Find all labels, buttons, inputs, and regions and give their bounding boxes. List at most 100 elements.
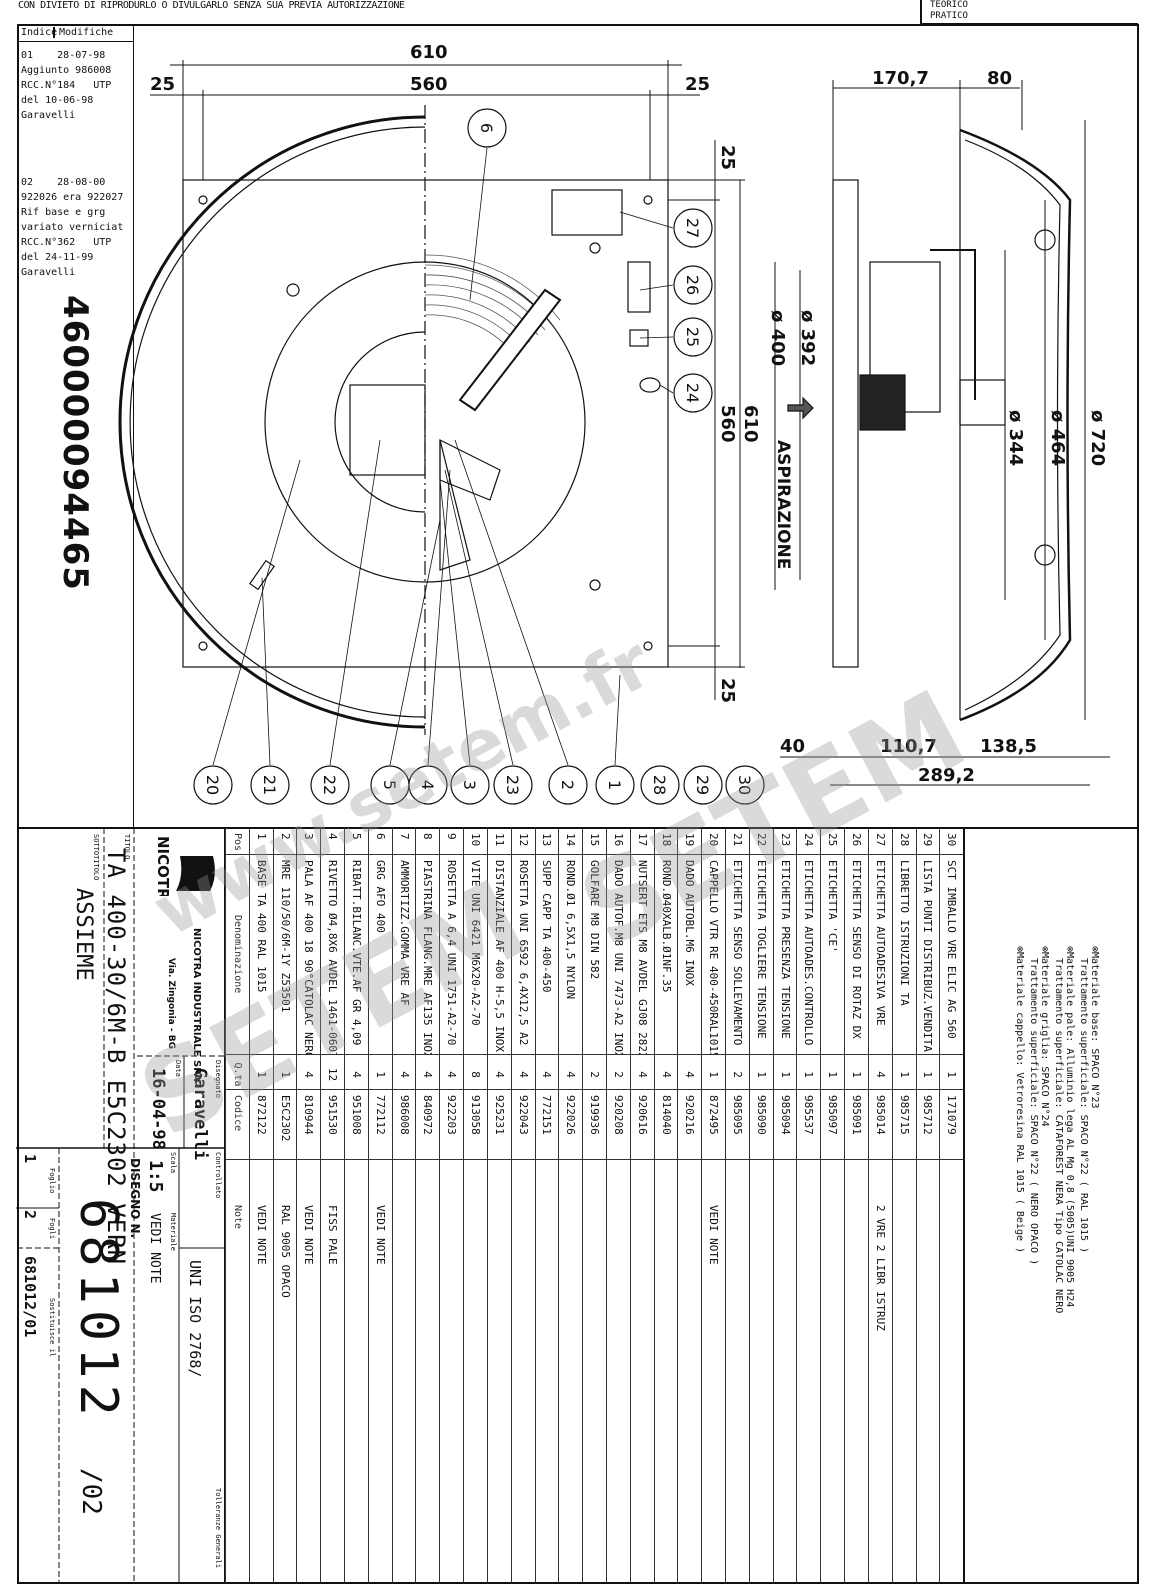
- balloon-number: 22: [320, 775, 339, 795]
- cell-pos: 1: [249, 828, 273, 855]
- cell-name: MRE 110/50/6M-1Y Z53501: [273, 855, 297, 1055]
- dim-d720: ø 720: [1087, 410, 1108, 466]
- balloon-number: 1: [605, 780, 624, 790]
- sostituisce-value: 681012/01: [21, 1256, 39, 1338]
- modifiche-header: Modifiche: [59, 27, 114, 38]
- material-note: Trattamento superficiale: SPACO N°22 ( R…: [1078, 946, 1089, 1254]
- cell-qty: 2: [583, 1055, 606, 1090]
- cell-code: 951008: [345, 1090, 368, 1160]
- logo-text: NICOTRA: [156, 836, 172, 896]
- balloon: [408, 765, 448, 805]
- cell-name: DADO AUTOF.M8 UNI 7473-A2 INOX: [607, 855, 630, 1055]
- foglio-label: Foglio: [48, 1168, 56, 1194]
- hole: [643, 641, 653, 651]
- cell-code: 814040: [654, 1090, 678, 1160]
- label-27: [551, 189, 623, 236]
- cell-note: [917, 1160, 940, 1583]
- balloon: [673, 317, 713, 357]
- base-flange: [832, 179, 859, 668]
- cell-qty: 1: [749, 1055, 773, 1090]
- company-name: NICOTRA INDUSTRIALE SPA: [191, 928, 202, 1082]
- label-26: [627, 261, 651, 313]
- cell-qty: 4: [487, 1055, 511, 1090]
- cell-name: DADO AUTOBL.M6 INOX: [678, 855, 702, 1055]
- cell-note: [345, 1160, 368, 1583]
- aspirazione-label: ASPIRAZIONE: [773, 440, 793, 569]
- balloon: [640, 765, 680, 805]
- cell-note: [821, 1160, 844, 1583]
- cell-note: [607, 1160, 630, 1583]
- cell-note: [440, 1160, 463, 1583]
- cell-name: CAPPELLO VTR RE 400-450RAL1015: [702, 855, 726, 1055]
- cell-note: [655, 1160, 678, 1583]
- material-note: Trattamento superficiale: SPACO N°22 ( N…: [1028, 946, 1039, 1266]
- cell-name: ETICHETTA SENSO DI ROTAZ DX: [845, 855, 868, 1055]
- cover-outline: [118, 115, 426, 729]
- cell-pos: 4: [321, 828, 345, 855]
- cover-inner-profile: [964, 139, 1061, 711]
- scala-value: 1:5: [145, 1160, 166, 1193]
- dim-d344: ø 344: [1005, 410, 1026, 466]
- cell-name: ETICHETTA AUTOADES.CONTROLLO: [797, 855, 821, 1055]
- hole: [643, 195, 653, 205]
- header-note: Note: [231, 1205, 243, 1230]
- revision-date: 28-08-00: [57, 177, 106, 188]
- label-24: [639, 377, 661, 393]
- cell-pos: 6: [368, 828, 392, 855]
- cell-pos: 17: [630, 828, 654, 855]
- cell-code: 985095: [726, 1090, 749, 1160]
- balloon: [673, 208, 713, 248]
- cell-qty: 1: [892, 1055, 916, 1090]
- material-note: ⊗Materiale pale: Alluminio lega AL Mg 0,…: [1064, 946, 1075, 1308]
- disegno-label: DISEGNO N.: [128, 1158, 142, 1239]
- cell-qty: 1: [368, 1055, 392, 1090]
- cell-code: 922203: [440, 1090, 464, 1160]
- cell-note: VEDI NOTE: [254, 1205, 268, 1265]
- balloon: [450, 765, 490, 805]
- leader-line: [444, 469, 514, 766]
- material-note: ⊗Materiale griglia: SPACO N°24: [1039, 946, 1050, 1127]
- cell-note: [893, 1160, 916, 1583]
- dim-25: 25: [717, 145, 738, 170]
- balloon-number: 29: [693, 775, 712, 795]
- cell-qty: 4: [297, 1055, 321, 1090]
- cell-name: ETICHETTA SENSO SOLLEVAMENTO: [726, 855, 749, 1055]
- cell-code: 840972: [416, 1090, 440, 1160]
- header-qty: Q.ta: [226, 1055, 249, 1090]
- balloon-number: 27: [683, 218, 702, 238]
- cell-name: ROND.Ø1 6,5X1,5 NYLON: [559, 855, 583, 1055]
- materiale-value: VEDI NOTE: [147, 1213, 162, 1284]
- dim-d392: ø 392: [797, 310, 818, 366]
- cell-name: ETICHETTA PRESENZA TENSIONE: [773, 855, 797, 1055]
- cell-code: 772112: [368, 1090, 392, 1160]
- dim-138-5: 138,5: [980, 736, 1037, 757]
- cell-pos: 27: [868, 828, 892, 855]
- foglio-value: 1: [21, 1154, 39, 1164]
- cell-name: ETICHETTA TOGLIERE TENSIONE: [749, 855, 773, 1055]
- eyebolt: [1034, 544, 1056, 566]
- dim-25: 25: [685, 74, 710, 95]
- dim-610-vertical: 610: [740, 405, 761, 443]
- header-code: Codice: [226, 1090, 249, 1160]
- material-note: ⊗Materiale cappello: Vetroresina RAL 101…: [1014, 946, 1025, 1254]
- support-bracket: [930, 249, 976, 400]
- fixing: [589, 579, 601, 591]
- disegnato-label: Disegnato: [214, 1060, 222, 1098]
- blade-2: [439, 439, 471, 571]
- cell-name: VITE UNI 6421 M6X20-A2-70: [464, 855, 487, 1055]
- dim-80: 80: [987, 68, 1012, 89]
- cell-code: 986008: [392, 1090, 416, 1160]
- balloon: [493, 765, 533, 805]
- header-name: Denominazione: [226, 855, 249, 1055]
- balloon-number: 5: [380, 780, 399, 790]
